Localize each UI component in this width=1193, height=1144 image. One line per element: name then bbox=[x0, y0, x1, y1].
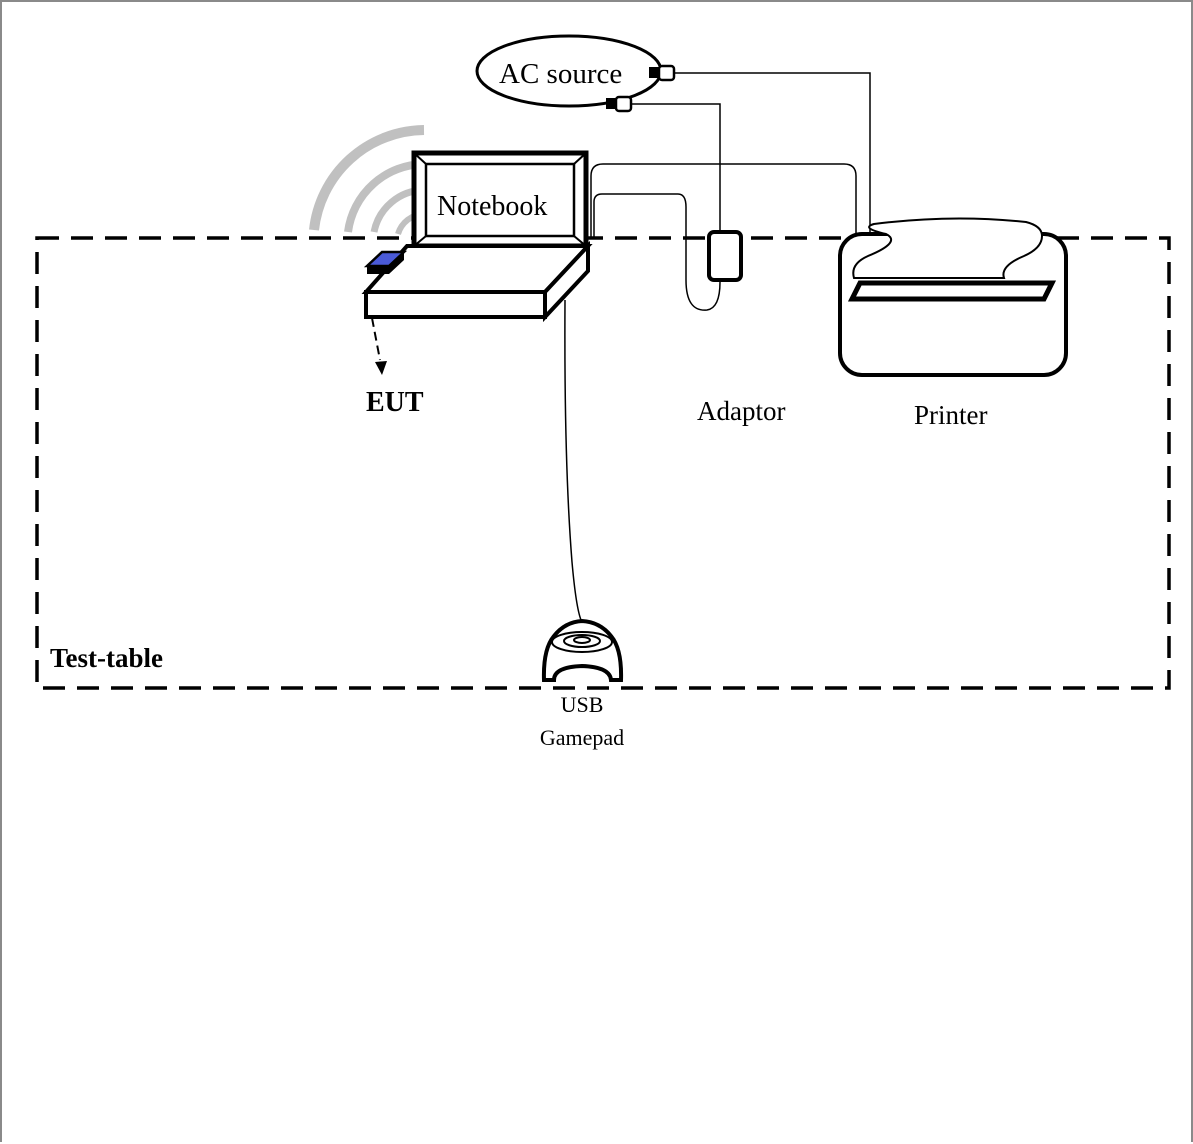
eut-dongle-icon bbox=[363, 250, 408, 274]
adaptor-icon bbox=[707, 230, 743, 282]
notebook-label: Notebook bbox=[437, 191, 547, 222]
usb-label-line1: USB bbox=[561, 692, 604, 717]
eut-pointer-arrow bbox=[371, 317, 387, 375]
adaptor-power-cable bbox=[631, 103, 721, 232]
eut-label: EUT bbox=[366, 387, 424, 418]
test-table-boundary bbox=[35, 236, 1171, 690]
printer-label: Printer bbox=[914, 400, 988, 430]
adaptor-label: Adaptor bbox=[697, 396, 785, 426]
usb-cable bbox=[564, 299, 582, 621]
ac-source: AC source bbox=[475, 34, 663, 108]
test-table-label: Test-table bbox=[50, 643, 163, 673]
gamepad-icon bbox=[541, 618, 624, 682]
usb-label-line2: Gamepad bbox=[540, 725, 624, 750]
ac-source-label: AC source bbox=[499, 58, 622, 90]
plug-icon bbox=[606, 95, 633, 113]
printer-power-cable bbox=[674, 72, 871, 234]
printer-icon bbox=[838, 217, 1068, 377]
wireless-signal-icon bbox=[309, 125, 425, 236]
adaptor-dc-cable bbox=[593, 193, 721, 311]
printer-data-cable bbox=[590, 163, 857, 237]
plug-icon bbox=[649, 64, 676, 82]
notebook-icon bbox=[361, 150, 593, 323]
